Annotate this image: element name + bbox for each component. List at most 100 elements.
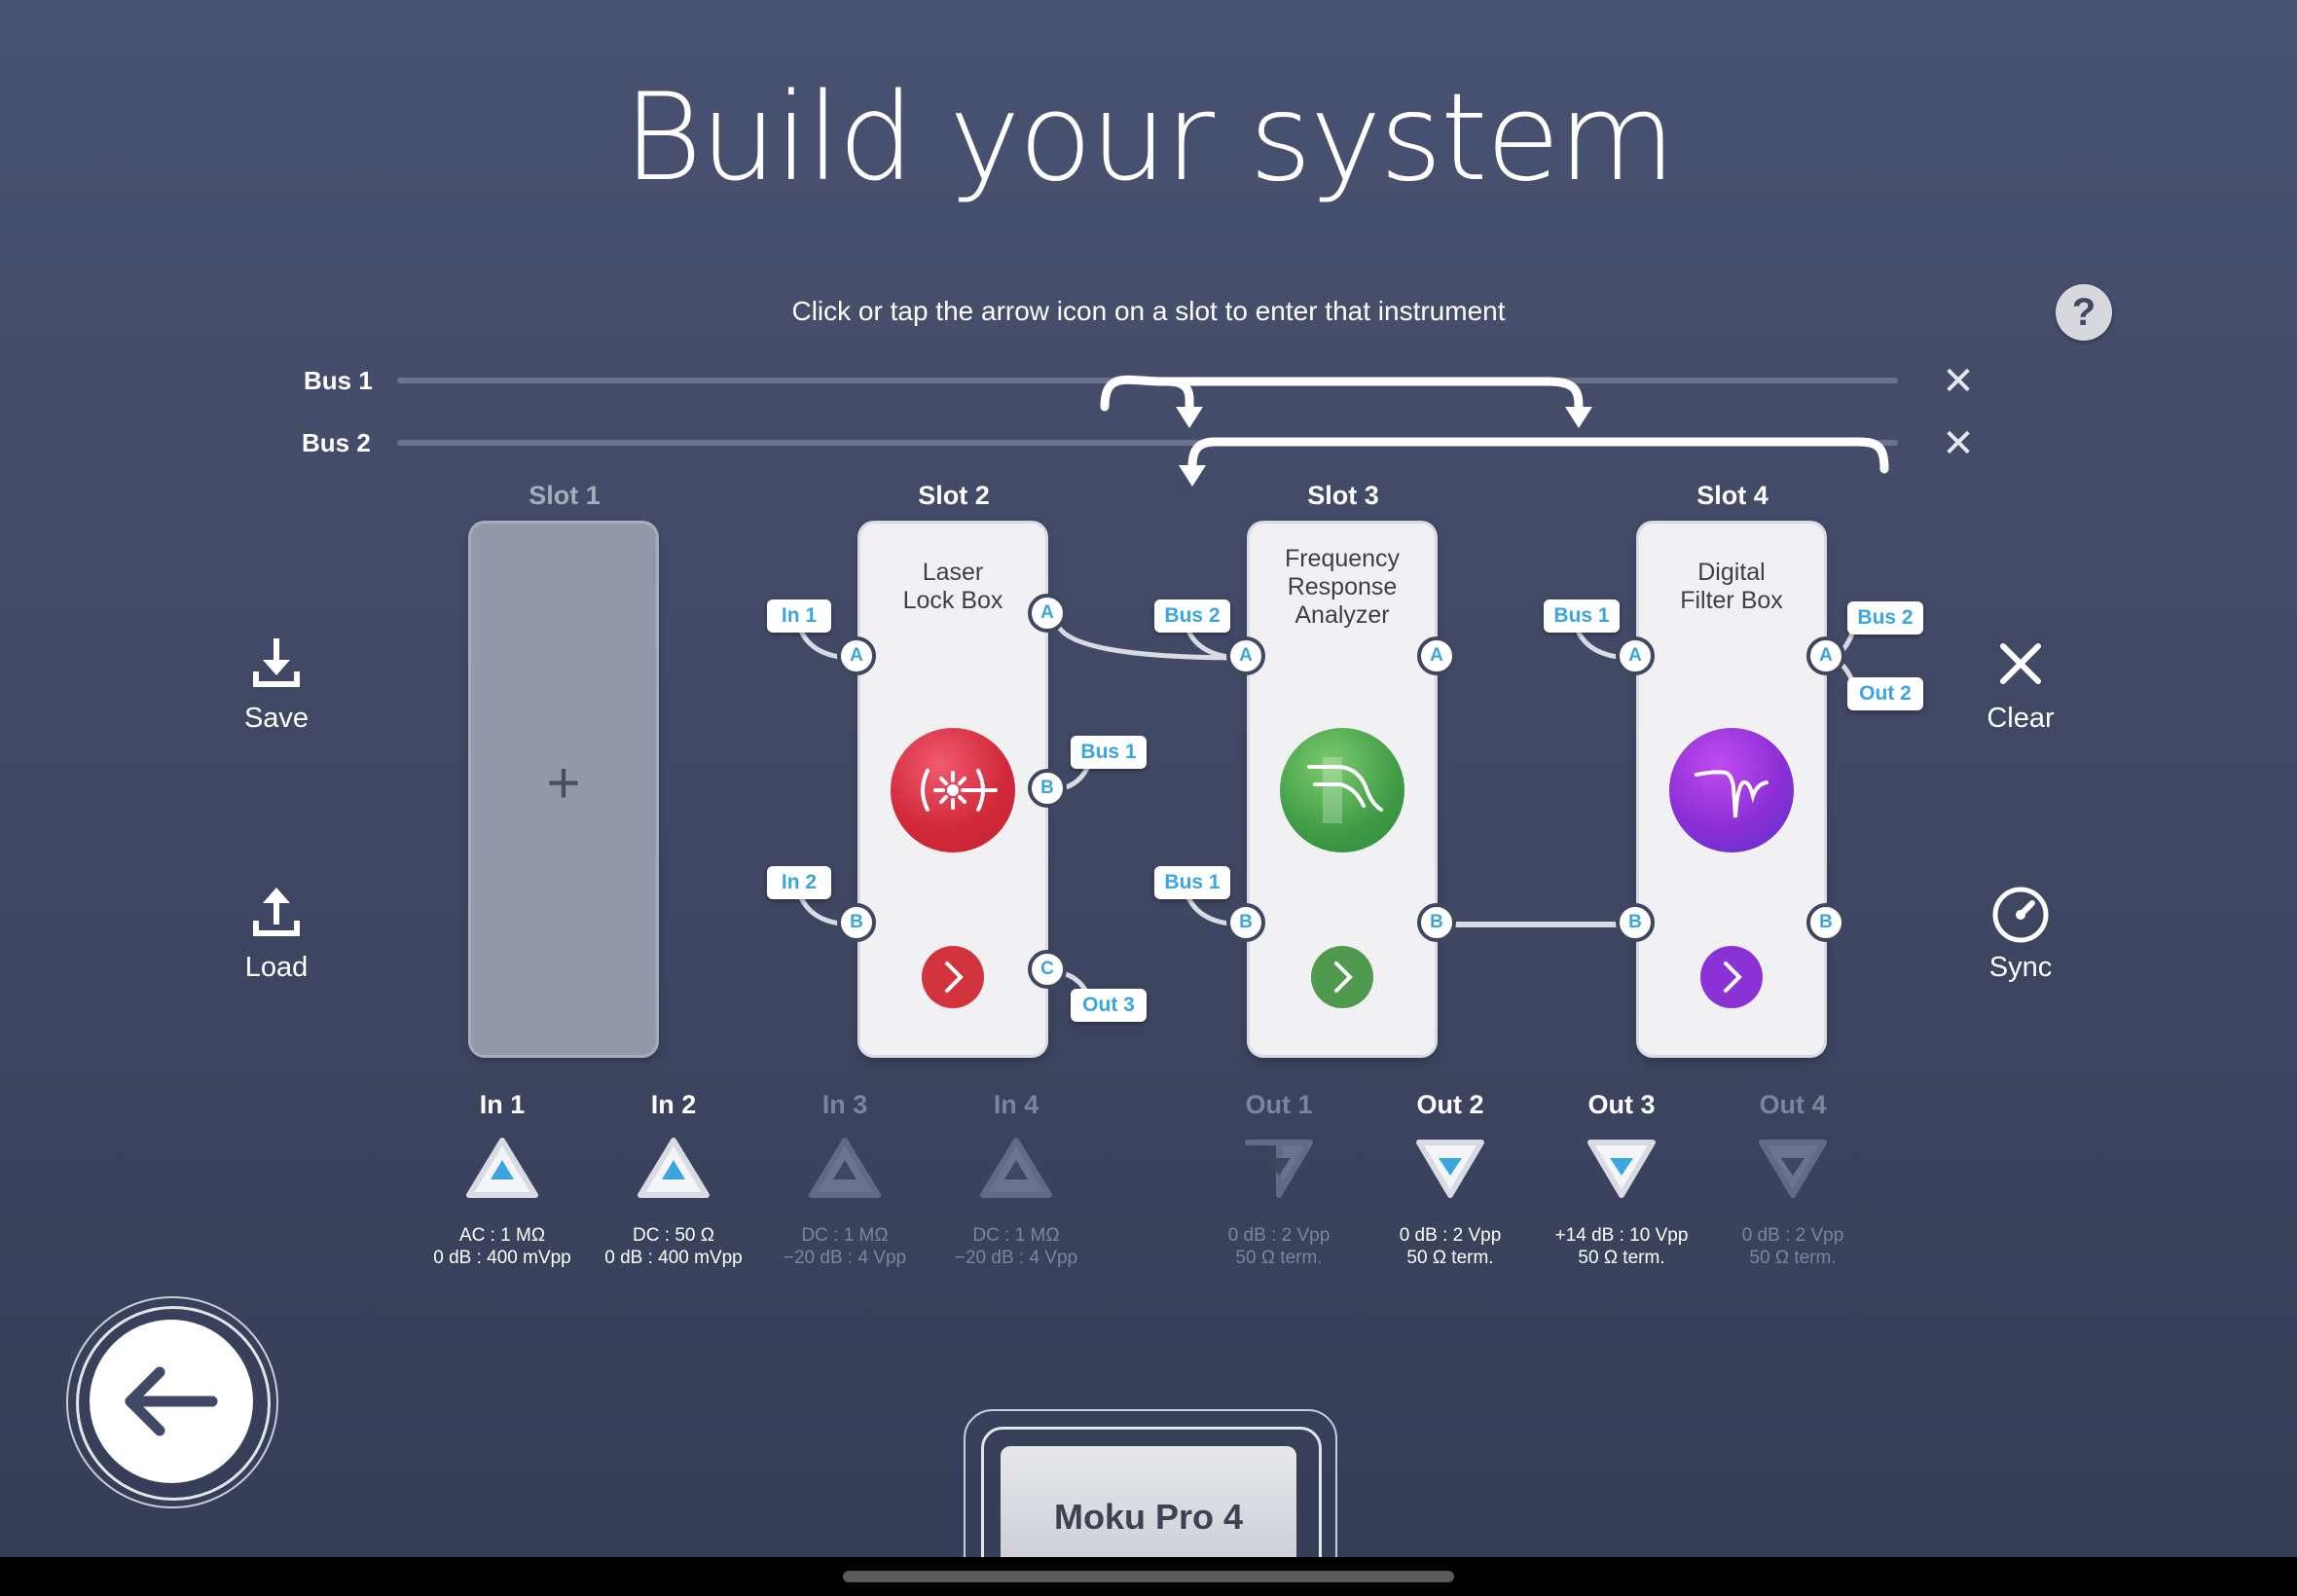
arrow-left-icon: [125, 1366, 218, 1436]
slot-2-input-b-port[interactable]: B: [837, 903, 876, 942]
enter-slot-3-button[interactable]: [1311, 946, 1373, 1008]
slot-2-label: Slot 2: [918, 481, 990, 510]
slot-4-input-a-port[interactable]: A: [1616, 636, 1655, 675]
input-3-connector: [809, 1138, 881, 1198]
input-3-label: In 3: [821, 1090, 868, 1119]
bus-2-label: Bus 2: [302, 428, 371, 457]
slot-1-label: Slot 1: [529, 481, 601, 510]
output-1-label: Out 1: [1245, 1090, 1313, 1119]
slot-4-output-a-port[interactable]: A: [1806, 636, 1845, 675]
slot-2-output-b-port[interactable]: B: [1028, 769, 1067, 808]
bus-1-arrow-to-slot-3: [1100, 375, 1194, 414]
slot-1-empty[interactable]: +: [471, 524, 656, 1055]
device-name: Moku Pro 4: [1053, 1497, 1244, 1537]
bus-1-arrow-to-slot-4: [1163, 377, 1584, 414]
chevron-right-icon: [1334, 961, 1353, 993]
back-button-ring-inner: [76, 1306, 271, 1501]
close-icon: [2000, 643, 2041, 684]
slot-4-output-b-port[interactable]: B: [1806, 903, 1845, 942]
gauge-icon: [1992, 887, 2049, 943]
load-button[interactable]: Load: [218, 882, 335, 984]
back-button[interactable]: [90, 1320, 253, 1483]
device-frame-outer: [964, 1409, 1337, 1596]
bus-2-arrow-from-slot-4: [1187, 437, 1889, 474]
slot-3-output-b-port[interactable]: B: [1417, 903, 1456, 942]
laser-icon: [891, 728, 1015, 852]
slot-3-input-a-port[interactable]: A: [1226, 636, 1265, 675]
slot-2-output-c-tag[interactable]: Out 3: [1071, 989, 1147, 1022]
back-button-ring-outer: [66, 1296, 278, 1508]
slot-3-label: Slot 3: [1307, 481, 1379, 510]
download-icon: [253, 638, 300, 687]
output-2-label: Out 2: [1416, 1090, 1484, 1119]
input-4-label: In 4: [993, 1090, 1039, 1119]
add-instrument-icon: +: [546, 750, 581, 816]
enter-slot-4-button[interactable]: [1700, 946, 1763, 1008]
input-4-connector: [980, 1138, 1052, 1198]
save-button[interactable]: Save: [218, 633, 335, 735]
slot-3-output-a-port[interactable]: A: [1417, 636, 1456, 675]
slot-4-input-a-tag[interactable]: Bus 1: [1544, 599, 1620, 633]
filter-icon: [1669, 728, 1794, 852]
sync-button[interactable]: Sync: [1962, 882, 2079, 984]
output-3-connector: [1587, 1140, 1656, 1198]
input-4-spec: DC : 1 MΩ−20 dB : 4 Vpp: [954, 1225, 1078, 1268]
slot-3-input-b-port[interactable]: B: [1226, 903, 1265, 942]
slot-2-input-b-tag[interactable]: In 2: [767, 866, 831, 899]
bus-2-clear-button[interactable]: ✕: [1942, 422, 1975, 465]
slot-4-output-a-bus-tag[interactable]: Bus 2: [1847, 601, 1923, 635]
help-button[interactable]: ?: [2056, 284, 2112, 341]
slot-2-input-a-tag[interactable]: In 1: [767, 599, 831, 633]
output-2-connector: [1416, 1140, 1484, 1198]
device-frame-inner: [981, 1427, 1322, 1596]
slot-4-label: Slot 4: [1696, 481, 1768, 510]
slot-2-output-a-port[interactable]: A: [1028, 594, 1067, 633]
clear-label: Clear: [1987, 703, 2055, 734]
clear-button[interactable]: Clear: [1962, 633, 2079, 735]
save-label: Save: [243, 703, 310, 734]
output-1-connector: [1245, 1140, 1313, 1198]
slot-4-output-a-out-tag[interactable]: Out 2: [1847, 677, 1923, 710]
slot-3-input-a-tag[interactable]: Bus 2: [1154, 599, 1230, 633]
page-title: Build your system: [623, 68, 1675, 208]
upload-icon: [253, 888, 300, 936]
home-indicator[interactable]: [843, 1571, 1454, 1582]
input-2-connector: [638, 1138, 710, 1198]
load-label: Load: [244, 952, 309, 983]
question-icon: ?: [2071, 291, 2096, 334]
slot-2-output-c-port[interactable]: C: [1028, 950, 1067, 989]
bus-1-label: Bus 1: [304, 366, 373, 395]
input-1-label: In 1: [479, 1090, 526, 1119]
bus-2-line: [397, 440, 1898, 446]
bus-1-clear-button[interactable]: ✕: [1942, 360, 1975, 403]
output-4-connector: [1759, 1140, 1827, 1198]
input-2-label: In 2: [650, 1090, 697, 1119]
chevron-right-icon: [1724, 961, 1742, 993]
sync-label: Sync: [1988, 952, 2053, 983]
input-3-spec: DC : 1 MΩ−20 dB : 4 Vpp: [783, 1225, 907, 1268]
instruction-text: Click or tap the arrow icon on a slot to…: [791, 296, 1506, 326]
chevron-right-icon: [945, 961, 964, 993]
enter-slot-2-button[interactable]: [922, 946, 984, 1008]
frequency-response-icon: [1280, 728, 1404, 852]
slot-2-output-b-tag[interactable]: Bus 1: [1071, 736, 1147, 769]
slot-2-input-a-port[interactable]: A: [837, 636, 876, 675]
slot-3-input-b-tag[interactable]: Bus 1: [1154, 866, 1230, 899]
slot-4-input-b-port[interactable]: B: [1616, 903, 1655, 942]
output-4-label: Out 4: [1759, 1090, 1827, 1119]
input-1-connector: [466, 1138, 538, 1198]
